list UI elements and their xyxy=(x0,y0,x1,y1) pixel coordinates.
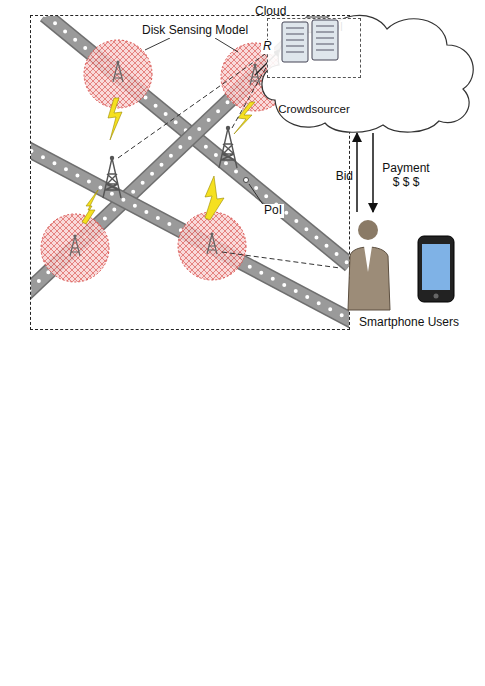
cell-tower xyxy=(103,156,121,198)
edge-label: Bid xyxy=(299,170,353,184)
server-icon xyxy=(268,19,354,63)
leader-line xyxy=(145,38,264,206)
road xyxy=(31,145,349,325)
user-icon xyxy=(330,212,480,312)
node-text: Cloud xyxy=(255,5,480,19)
flow-arrow xyxy=(356,133,358,212)
road xyxy=(31,16,330,299)
node-text: Smartphone Users xyxy=(330,316,485,330)
sensing-disk xyxy=(41,214,109,282)
poi-label: PoI xyxy=(262,204,284,218)
sensing-disk xyxy=(178,212,246,280)
model-label: Disk Sensing Model xyxy=(140,24,250,38)
flow-arrow xyxy=(372,133,374,212)
cloud-shape: CrowdsourcerCloud xyxy=(255,5,480,133)
cell-tower xyxy=(219,126,237,168)
edge-label: Payment $ $ $ xyxy=(379,162,433,190)
smartphone-users: Smartphone Users xyxy=(330,212,485,334)
radius-label: R xyxy=(261,40,274,54)
poi-dot xyxy=(244,178,249,183)
crowdsourcer-box: Crowdsourcer xyxy=(267,18,361,78)
wireless-link xyxy=(82,98,255,224)
